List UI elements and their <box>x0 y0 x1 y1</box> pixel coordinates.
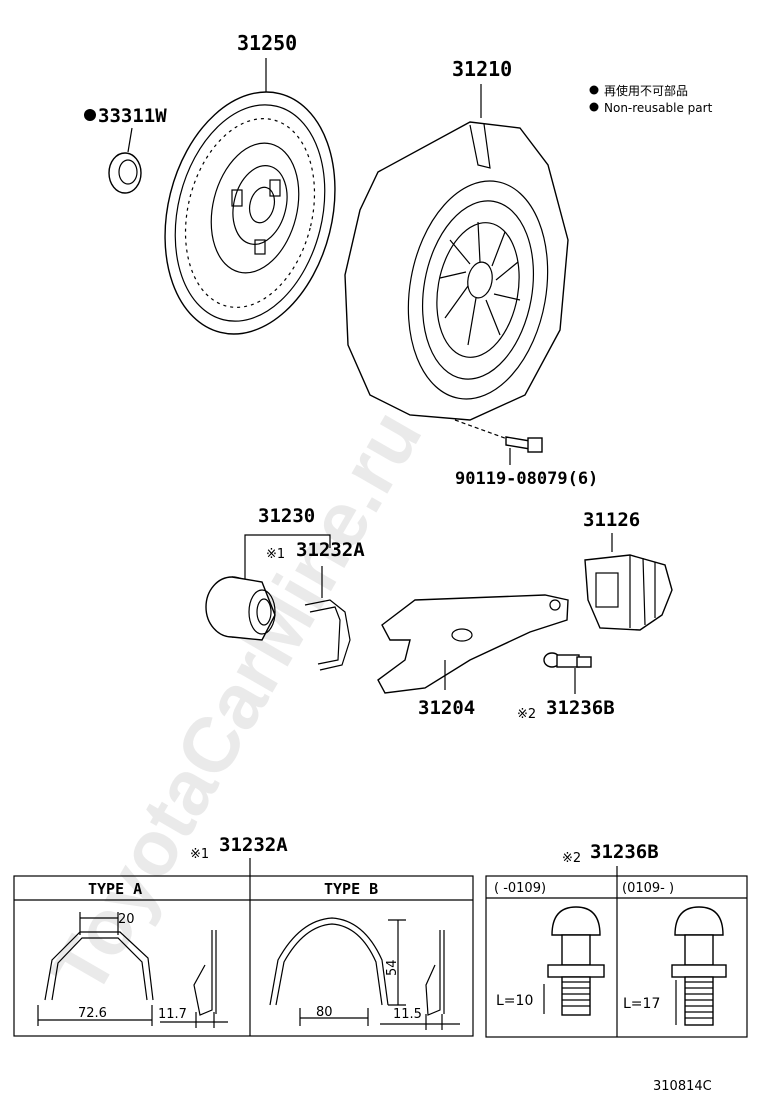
part-label-31236b: 31236B <box>546 697 615 719</box>
part-label-31230: 31230 <box>258 505 315 527</box>
part-label-31210: 31210 <box>452 57 512 81</box>
pilot-bearing-33311w: 33311W <box>84 105 167 194</box>
dim-54: 54 <box>385 959 400 976</box>
detail-a-frame <box>13 875 474 1037</box>
legend-dot-icon <box>589 85 599 95</box>
clutch-disc-31250: 31250 <box>164 31 336 335</box>
mark-1: ※1 <box>266 547 285 562</box>
len-after: L=17 <box>623 996 660 1012</box>
type-b-header: TYPE B <box>324 880 378 898</box>
diagram-code: 310814C <box>653 1079 712 1094</box>
legend-line1: 再使用不可部品 <box>604 83 688 98</box>
dim-11-7: 11.7 <box>158 1007 187 1022</box>
len-before: L=10 <box>496 993 533 1009</box>
col-header-after: (0109- ) <box>622 881 674 896</box>
legend-dot-icon <box>589 102 599 112</box>
legend: 再使用不可部品 Non-reusable part <box>589 83 713 115</box>
part-label-31250: 31250 <box>237 31 297 55</box>
dim-72-6: 72.6 <box>78 1006 107 1021</box>
col-header-before: ( -0109) <box>494 881 546 896</box>
fork-pivot-31236b: ※2 31236B <box>517 652 615 722</box>
bolt-90119: 90119-08079(6) <box>454 419 598 489</box>
detail-b-mark: ※2 <box>562 851 581 866</box>
release-fork-boot-31126: 31126 <box>583 509 673 631</box>
detail-b-part-label: 31236B <box>590 841 659 863</box>
hub-clip-31232a: ※1 31232A <box>266 539 365 671</box>
watermark: ToyotaCarMine.ru <box>34 395 439 1008</box>
detail-a-mark: ※1 <box>190 847 209 862</box>
mark-2: ※2 <box>517 707 536 722</box>
part-label-31126: 31126 <box>583 509 640 531</box>
release-bearing-31230: 31230 <box>205 505 331 641</box>
part-label-33311w: 33311W <box>98 105 167 127</box>
part-label-31232a: 31232A <box>296 539 365 561</box>
dim-20: 20 <box>118 912 135 927</box>
dim-11-5: 11.5 <box>393 1007 422 1022</box>
detail-31232a: ※1 31232A TYPE A TYPE B 20 72.6 11.7 80 … <box>13 834 474 1037</box>
part-label-90119: 90119-08079(6) <box>455 469 598 489</box>
dim-80: 80 <box>316 1005 333 1020</box>
release-fork-31204: 31204 <box>377 594 569 719</box>
non-reusable-dot-icon <box>84 109 96 121</box>
part-label-31204: 31204 <box>418 697 475 719</box>
legend-line2: Non-reusable part <box>604 101 713 115</box>
type-a-header: TYPE A <box>88 880 142 898</box>
clutch-cover-31210: 31210 <box>344 57 569 421</box>
detail-a-part-label: 31232A <box>219 834 288 856</box>
detail-31236b: ※2 31236B ( -0109) (0109- ) L=10 L=17 <box>485 841 748 1038</box>
